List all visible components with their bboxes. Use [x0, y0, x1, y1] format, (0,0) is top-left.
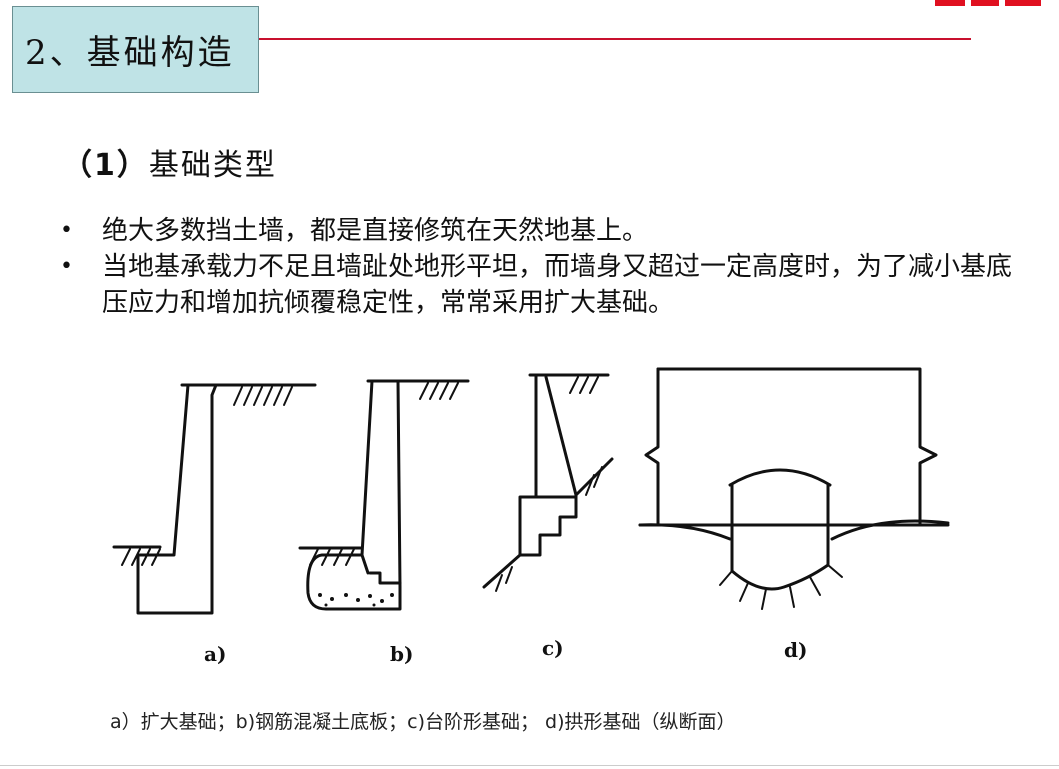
- diagram-a-spread-foundation: [112, 383, 317, 615]
- bullet-item: 当地基承载力不足且墙趾处地形平坦，而墙身又超过一定高度时，为了减小基底压应力和增…: [60, 249, 1020, 321]
- section-heading: （1）基础类型: [62, 140, 277, 184]
- bottom-divider: [0, 765, 1059, 766]
- bullet-list: 绝大多数挡土墙，都是直接修筑在天然地基上。 当地基承载力不足且墙趾处地形平坦，而…: [60, 213, 1020, 321]
- diagram-d-label: d): [784, 638, 807, 662]
- corner-logo-fragment: [931, 0, 1051, 10]
- figure-caption: a）扩大基础；b)钢筋混凝土底板；c)台阶形基础； d)拱形基础（纵断面）: [110, 711, 736, 733]
- diagram-b-rc-slab: [298, 379, 470, 611]
- diagram-b-label: b): [390, 642, 413, 666]
- diagram-c-stepped-foundation: [482, 373, 614, 592]
- slide-title: 2、基础构造: [12, 6, 259, 93]
- bullet-item: 绝大多数挡土墙，都是直接修筑在天然地基上。: [60, 213, 1020, 249]
- section-number: （1）: [62, 148, 149, 183]
- title-divider: [259, 38, 971, 40]
- diagram-a-label: a): [204, 642, 226, 666]
- diagram-c-label: c): [542, 636, 564, 660]
- section-heading-text: 基础类型: [148, 148, 277, 183]
- diagram-d-arch-foundation: [638, 367, 950, 610]
- foundation-types-figure: a) b): [100, 355, 960, 675]
- slide-title-text: 2、基础构造: [25, 33, 235, 73]
